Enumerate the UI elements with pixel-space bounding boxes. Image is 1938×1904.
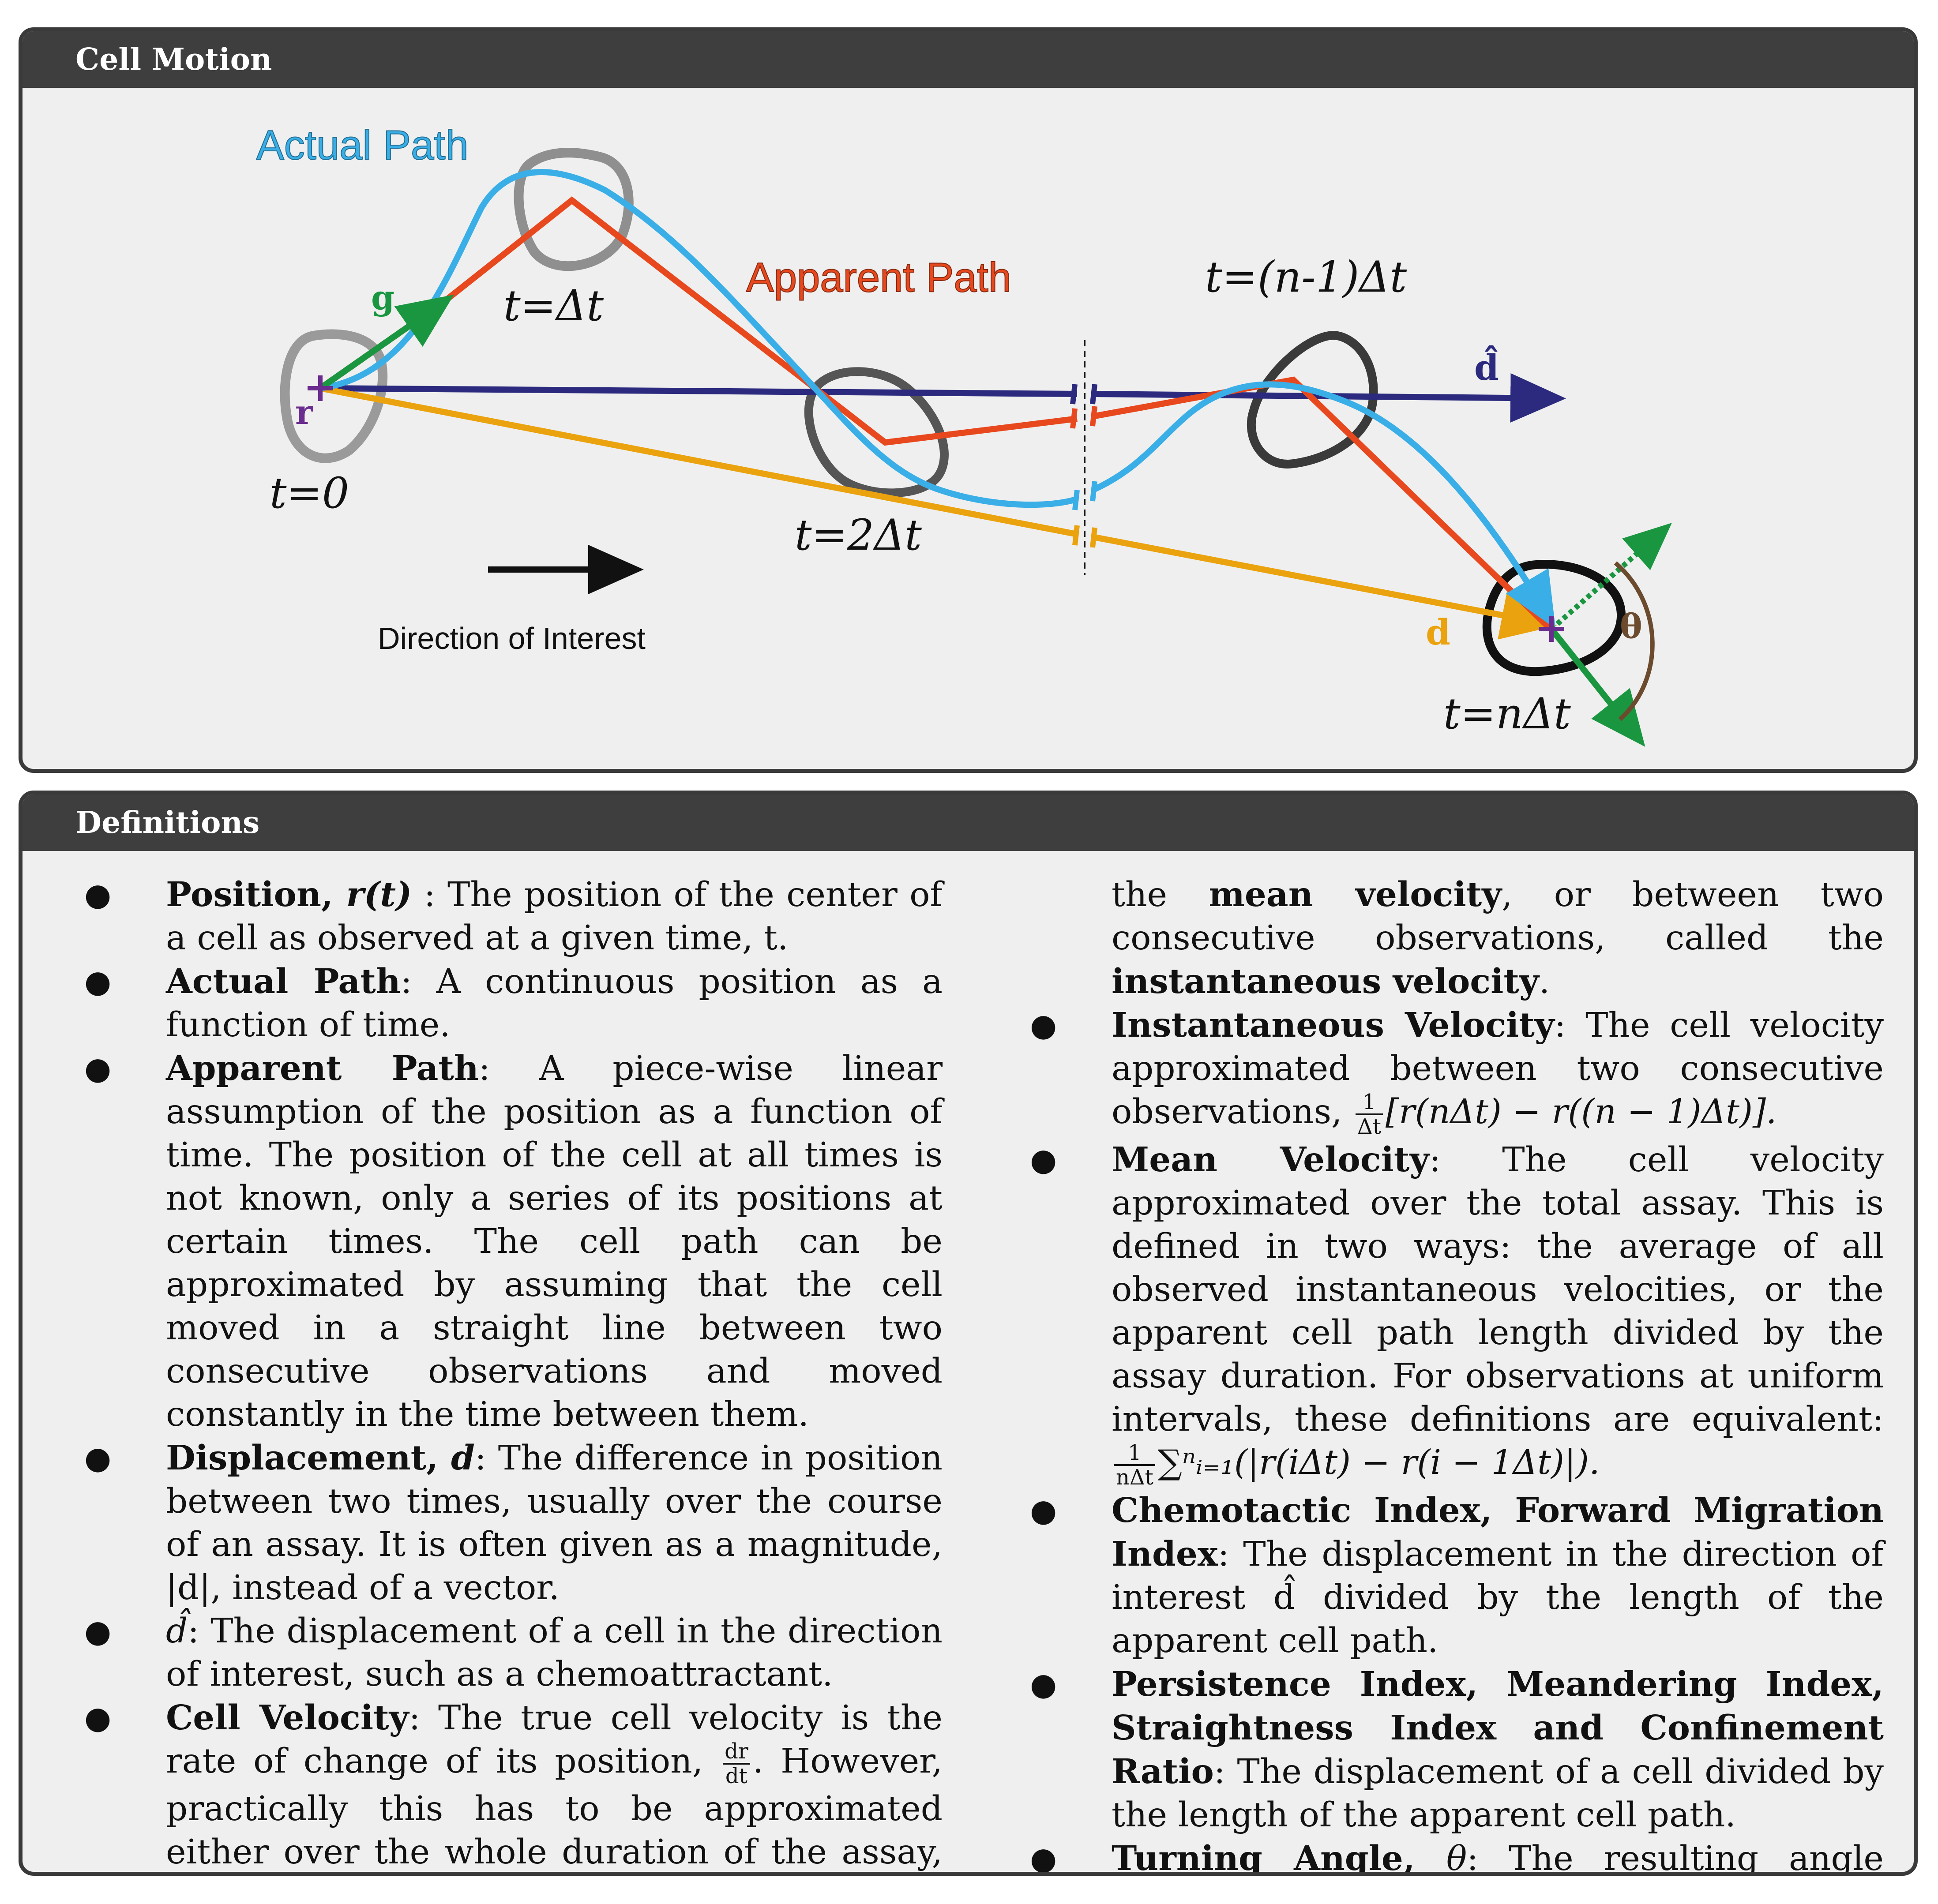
bullet-icon: ● <box>84 1050 112 1087</box>
def-displacement: ● Displacement, d: The difference in pos… <box>84 1436 943 1610</box>
theta-arc <box>1614 561 1655 721</box>
bullet-icon: ● <box>84 1440 112 1476</box>
bullet-icon: ● <box>84 1613 112 1649</box>
definitions-title: Definitions <box>23 795 1914 851</box>
def-cell-velocity: ● Cell Velocity: The true cell velocity … <box>84 1696 943 1872</box>
bullet-icon: ● <box>84 1700 112 1736</box>
g-arrow <box>318 294 454 391</box>
bullet-icon: ● <box>84 963 112 1000</box>
bullet-icon: ● <box>1030 1666 1057 1702</box>
def-d-hat: ● d̂: The displacement of a cell in the … <box>84 1610 943 1696</box>
cell-tn1 <box>1247 331 1378 469</box>
theta-label: θ <box>1620 607 1642 646</box>
initial-direction-dotted <box>1550 523 1672 631</box>
time-label-t0: t=0 <box>270 469 349 518</box>
apparent-path-b <box>1092 376 1551 630</box>
def-persistence-index: ● Persistence Index, Meandering Index, S… <box>1030 1663 1884 1837</box>
apparent-path-label: Apparent Path <box>746 254 1011 300</box>
def-mean-velocity: ● Mean Velocity: The cell velocity appro… <box>1030 1138 1884 1489</box>
axis-break-marks <box>1070 384 1097 548</box>
def-cell-velocity-continued: the mean velocity, or between two consec… <box>1112 875 1884 1001</box>
def-apparent-path: ● Apparent Path: A piece-wise linear ass… <box>84 1047 943 1436</box>
apparent-path <box>318 196 1078 446</box>
g-label: g <box>371 278 394 317</box>
d-hat-label: d̂ <box>1474 345 1499 388</box>
definitions-panel: Definitions ● Position, r(t) : The posit… <box>19 791 1918 1876</box>
d-arrow-b <box>1092 534 1557 640</box>
cell-motion-title: Cell Motion <box>23 31 1914 88</box>
bullet-icon: ● <box>1030 1840 1057 1876</box>
bullet-icon: ● <box>1030 1007 1057 1043</box>
def-instantaneous-velocity: ● Instantaneous Velocity: The cell veloc… <box>1030 1004 1884 1138</box>
actual-path-b <box>1091 381 1556 629</box>
time-label-t1: t=Δt <box>503 281 604 330</box>
r-marker <box>308 375 333 401</box>
def-actual-path: ● Actual Path: A continuous position as … <box>84 960 943 1047</box>
time-label-t2: t=2Δt <box>795 510 922 560</box>
cell-motion-diagram: Actual Path Apparent Path Direction of I… <box>256 121 1672 747</box>
direction-of-interest-label: Direction of Interest <box>378 621 646 656</box>
def-chemotactic-index: ● Chemotactic Index, Forward Migration I… <box>1030 1489 1884 1663</box>
time-label-tn: t=nΔt <box>1443 689 1571 738</box>
definitions-right-column: the mean velocity, or between two consec… <box>1030 873 1884 1872</box>
bullet-icon: ● <box>1030 1142 1057 1178</box>
r-label: r <box>295 393 313 432</box>
d-hat-arrow-a <box>320 385 1078 397</box>
time-label-tn1: t=(n-1)Δt <box>1205 252 1407 302</box>
def-turning-angle: ● Turning Angle, θ: The resulting angle … <box>1030 1837 1884 1872</box>
d-arrow-a <box>319 385 1078 537</box>
cell-t2 <box>804 367 949 498</box>
def-position: ● Position, r(t) : The position of the c… <box>84 873 943 960</box>
bullet-icon: ● <box>1030 1492 1057 1529</box>
actual-path-label: Actual Path <box>256 122 469 168</box>
final-position-marker <box>1539 616 1564 642</box>
d-label: d <box>1426 611 1450 653</box>
definitions-left-column: ● Position, r(t) : The position of the c… <box>84 873 943 1872</box>
cell-motion-panel: Cell Motion <box>19 27 1918 773</box>
bullet-icon: ● <box>84 877 112 913</box>
actual-path-a <box>320 169 1078 508</box>
cell-t0 <box>280 329 388 463</box>
